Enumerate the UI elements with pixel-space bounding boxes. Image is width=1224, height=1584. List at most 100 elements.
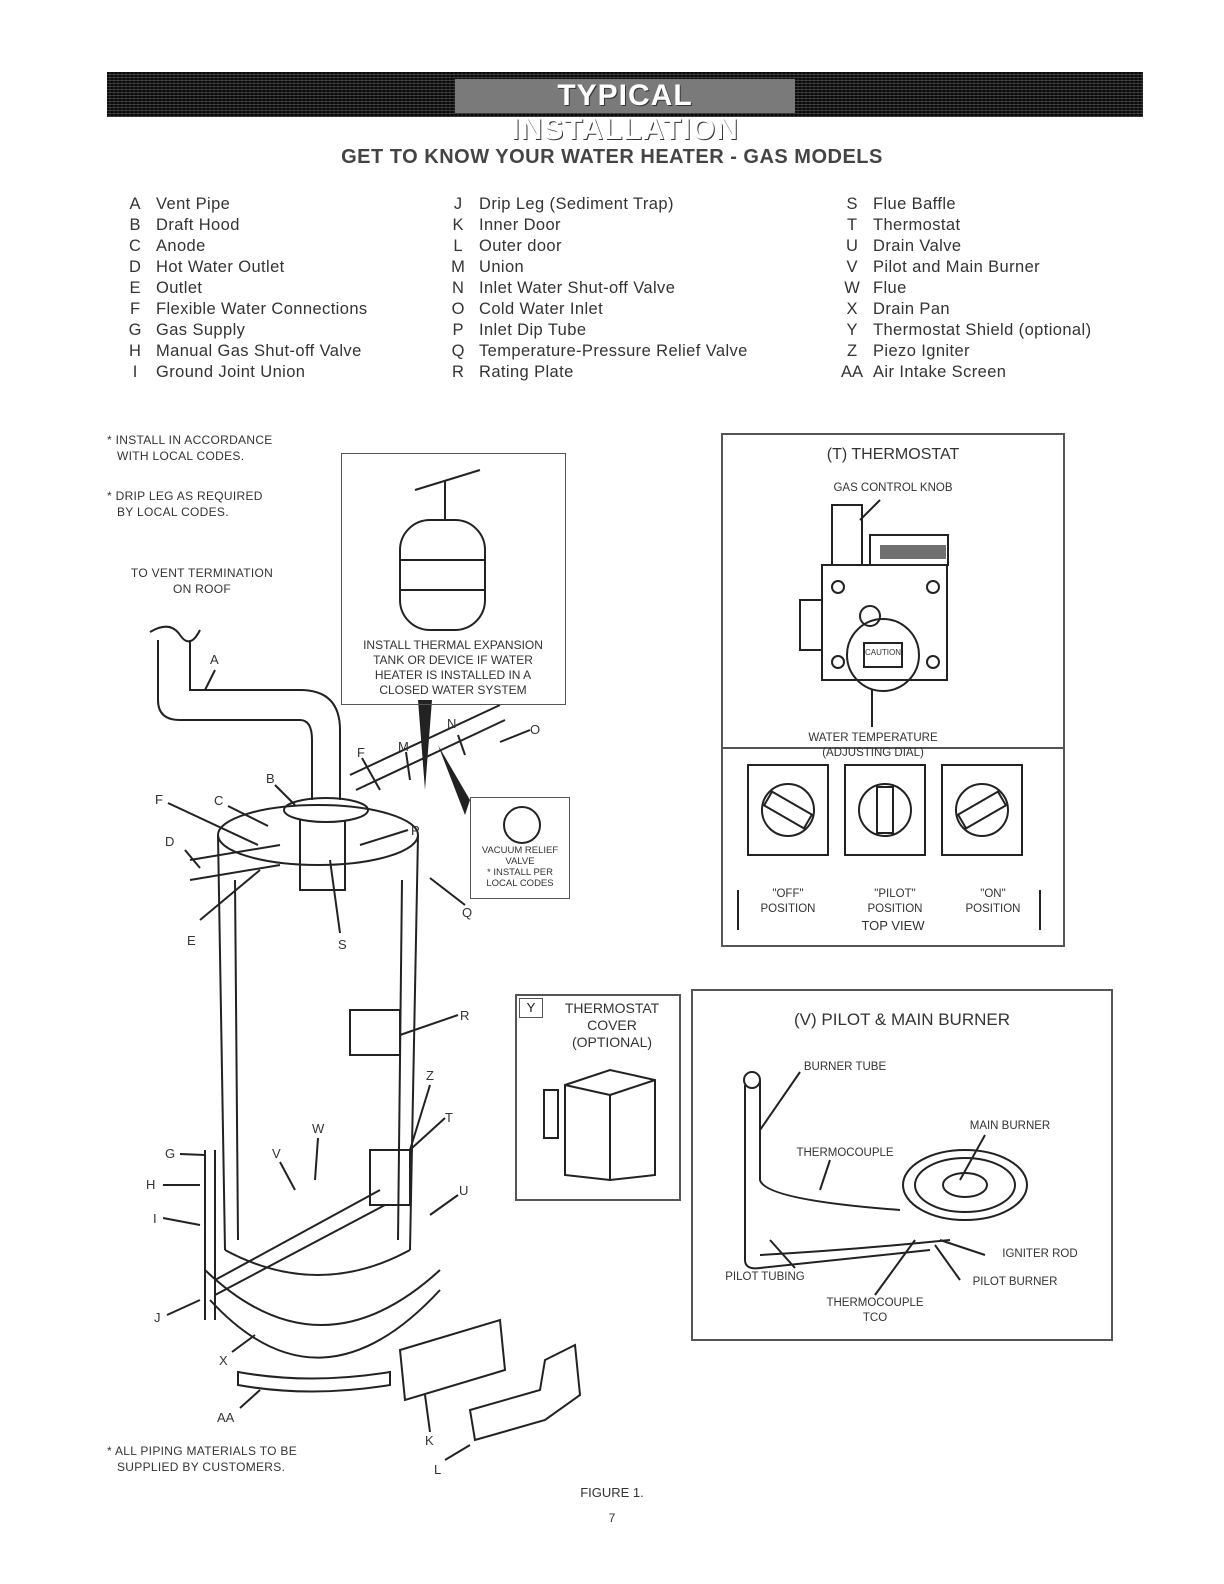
legend-label: Drain Valve [873, 237, 962, 255]
legend-item: T Thermostat [837, 215, 1091, 236]
legend-key: E [129, 279, 141, 297]
legend-label: Thermostat [873, 216, 961, 234]
legend-key: Y [846, 321, 858, 339]
label-line: THERMOCOUPLE [826, 1297, 924, 1309]
legend-key: I [132, 363, 138, 381]
expansion-tank-box [341, 453, 566, 705]
callout-z: Z [426, 1068, 434, 1083]
legend-label: Hot Water Outlet [156, 258, 285, 276]
legend-item: N Inlet Water Shut-off Valve [443, 278, 748, 299]
callout-g: G [165, 1146, 176, 1161]
legend-label: Inlet Dip Tube [479, 321, 587, 339]
legend-key: H [129, 342, 141, 360]
callout-d: D [165, 834, 175, 849]
legend-item: AA Air Intake Screen [837, 362, 1091, 383]
note-line: CLOSED WATER SYSTEM [379, 683, 527, 697]
legend-key: M [451, 258, 465, 276]
legend-label: Gas Supply [156, 321, 246, 339]
vacuum-relief-box [470, 797, 570, 899]
callout-t: T [445, 1110, 453, 1125]
legend-label: Outer door [479, 237, 562, 255]
thermostat-cover-panel [515, 994, 681, 1201]
legend-label: Inlet Water Shut-off Valve [479, 279, 676, 297]
legend-label: Flue [873, 279, 907, 297]
page-subtitle: GET TO KNOW YOUR WATER HEATER - GAS MODE… [341, 146, 883, 168]
callout-aa: AA [217, 1410, 235, 1425]
legend-label: Temperature-Pressure Relief Valve [479, 342, 748, 360]
main-burner-label: MAIN BURNER [969, 1120, 1051, 1132]
legend-key: V [846, 258, 858, 276]
position-sub: POSITION [867, 903, 923, 915]
legend-item: Y Thermostat Shield (optional) [837, 320, 1091, 341]
callout-v: V [272, 1146, 281, 1161]
thermostat-panel-divider [723, 747, 1063, 749]
legend-label: Draft Hood [156, 216, 240, 234]
thermostat-cover-title: THERMOSTAT COVER (OPTIONAL) [552, 1000, 672, 1051]
thermostat-panel [721, 433, 1065, 947]
legend-key: Z [846, 342, 858, 360]
legend-key: O [451, 300, 465, 318]
note-line: TO VENT TERMINATION [130, 566, 274, 580]
figure-caption: FIGURE 1. [580, 1485, 644, 1500]
legend-key: A [129, 195, 141, 213]
callout-j: J [154, 1310, 161, 1325]
legend-label: Inner Door [479, 216, 561, 234]
legend-label: Pilot and Main Burner [873, 258, 1041, 276]
legend-key: W [844, 279, 860, 297]
pilot-burner-title: (V) PILOT & MAIN BURNER [794, 1010, 1010, 1029]
legend-label: Drip Leg (Sediment Trap) [479, 195, 674, 213]
legend-label: Air Intake Screen [873, 363, 1007, 381]
legend-key: U [846, 237, 858, 255]
callout-f-right: F [357, 745, 365, 760]
off-position-label: "OFF" POSITION [748, 887, 828, 917]
callout-e: E [187, 933, 196, 948]
note-line: BY LOCAL CODES. [117, 505, 229, 519]
legend-label: Union [479, 258, 525, 276]
legend-key: T [846, 216, 858, 234]
note-drip-leg: * DRIP LEG AS REQUIRED BY LOCAL CODES. [107, 488, 263, 520]
legend-label: Rating Plate [479, 363, 574, 381]
legend-label: Thermostat Shield (optional) [873, 321, 1092, 339]
page-number: 7 [608, 1511, 616, 1525]
label-line: WATER TEMPERATURE [808, 732, 938, 744]
callout-f-left: F [155, 792, 163, 807]
legend-item: U Drain Valve [837, 236, 1091, 257]
legend-item: I Ground Joint Union [120, 362, 368, 383]
note-line: * ALL PIPING MATERIALS TO BE [107, 1444, 298, 1458]
legend-label: Piezo Igniter [873, 342, 970, 360]
callout-x: X [219, 1353, 228, 1368]
callout-m: M [398, 739, 409, 754]
note-line: HEATER IS INSTALLED IN A [374, 668, 532, 682]
legend-key: AA [840, 363, 863, 381]
legend-key: N [452, 279, 464, 297]
burner-tube-label: BURNER TUBE [803, 1061, 887, 1073]
banner-title: TYPICAL INSTALLATION [455, 79, 795, 146]
callout-c: C [214, 793, 224, 808]
note-install-codes: * INSTALL IN ACCORDANCE WITH LOCAL CODES… [107, 432, 273, 464]
callout-w: W [312, 1121, 325, 1136]
legend-label: Ground Joint Union [156, 363, 306, 381]
note-vent-termination: TO VENT TERMINATION ON ROOF [118, 565, 286, 597]
legend-key: C [129, 237, 141, 255]
legend-label: Manual Gas Shut-off Valve [156, 342, 362, 360]
legend-item: V Pilot and Main Burner [837, 257, 1091, 278]
legend-key: J [453, 195, 463, 213]
label-line: (ADJUSTING DIAL) [822, 747, 924, 759]
pilot-tubing-label: PILOT TUBING [725, 1271, 805, 1283]
legend-label: Drain Pan [873, 300, 950, 318]
water-temp-label: WATER TEMPERATURE (ADJUSTING DIAL) [723, 731, 1023, 761]
legend-label: Cold Water Inlet [479, 300, 604, 318]
callout-n: N [447, 716, 457, 731]
